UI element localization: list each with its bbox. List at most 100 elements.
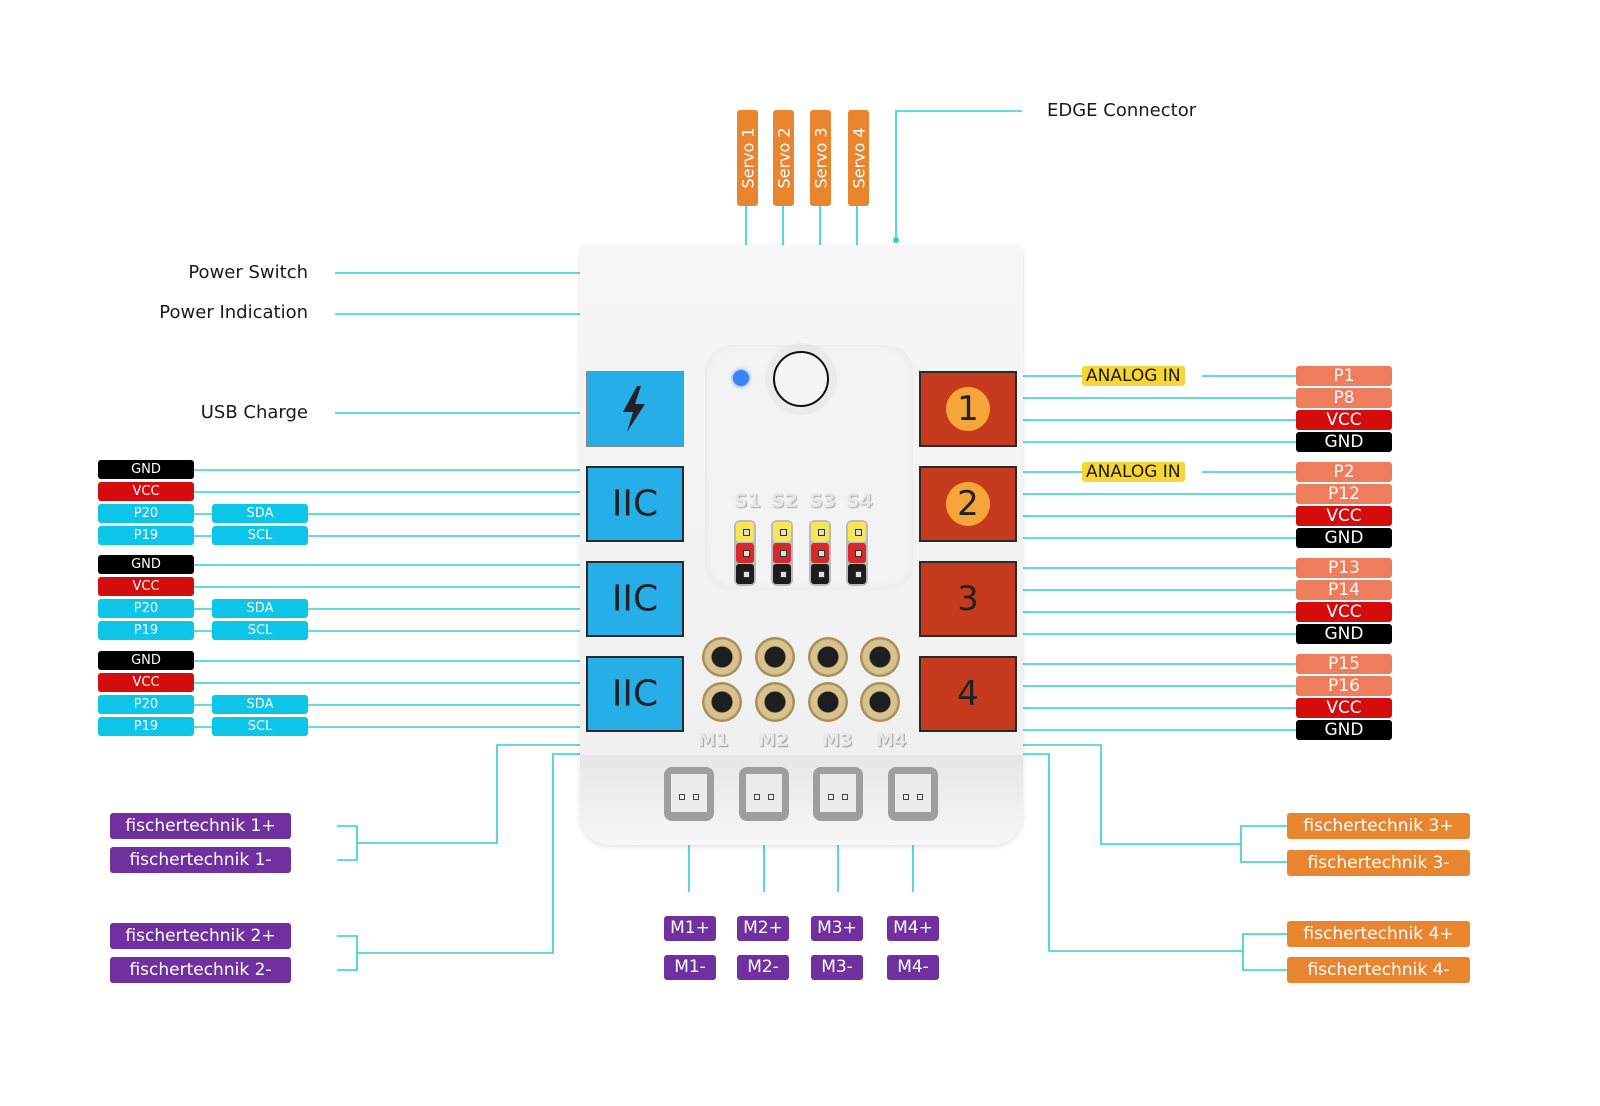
servo-tag-4: Servo 4 [848, 110, 869, 206]
motor-jack-m1-top [702, 637, 742, 677]
iic-pin-tag: VCC [98, 482, 194, 501]
io-pin-tag: VCC [1296, 410, 1392, 430]
motor-jack-m3-bottom [808, 682, 848, 722]
usb-charge-port [586, 371, 684, 447]
servo-tag-3: Servo 3 [810, 110, 831, 206]
iic-pin-tag: P19 [98, 621, 194, 640]
power-switch[interactable] [773, 351, 829, 407]
ft1-bracket [337, 825, 358, 861]
servo-tag-label: Servo 1 [738, 127, 757, 189]
fischertechnik-3-plus: fischertechnik 3+ [1287, 813, 1470, 839]
power-switch-label: Power Switch [188, 262, 308, 283]
io-pin-tag: P13 [1296, 558, 1392, 578]
io-port-label: 1 [957, 389, 979, 429]
io-pin-tag: P2 [1296, 462, 1392, 482]
iic-pin-tag: VCC [98, 673, 194, 692]
io-pin-tag: GND [1296, 720, 1392, 740]
servo-pin-label: S3 [809, 490, 836, 512]
iic-function-tag: SCL [212, 621, 308, 640]
io-pin-tag: VCC [1296, 506, 1392, 526]
motor-tag-m1-plus: M1+ [664, 916, 716, 941]
iic-pin-tag: P20 [98, 599, 194, 618]
port-number-badge [946, 387, 990, 431]
power-indicator-led [733, 370, 749, 386]
motor-tag-m3-plus: M3+ [811, 916, 863, 941]
iic-function-tag: SCL [212, 526, 308, 545]
iic-pin-tag: P20 [98, 504, 194, 523]
motor-tag-m4-plus: M4+ [887, 916, 939, 941]
io-port-label: 3 [957, 579, 979, 619]
io-pin-tag: P14 [1296, 580, 1392, 600]
iic-port-label: IIC [611, 673, 659, 715]
servo-pin-label: S4 [846, 490, 873, 512]
motor-jack-m4-top [860, 637, 900, 677]
io-port-label: 2 [957, 484, 979, 524]
io-port-4: 4 [919, 656, 1017, 732]
edge-connector-label: EDGE Connector [1047, 100, 1197, 121]
servo-tag-label: Servo 3 [811, 127, 830, 189]
motor-connector-m1 [664, 767, 714, 821]
io-pin-tag: GND [1296, 432, 1392, 452]
motor-tag-m1-minus: M1- [664, 955, 716, 980]
iic-port-2: IIC [586, 561, 684, 637]
lightning-icon [623, 386, 645, 432]
edge-connector-wire [895, 110, 1022, 240]
io-port-3: 3 [919, 561, 1017, 637]
servo-tag-2: Servo 2 [773, 110, 794, 206]
io-pin-tag: P1 [1296, 366, 1392, 386]
board-lower-section [580, 755, 1023, 845]
motor-jack-m2-top [755, 637, 795, 677]
port-number-badge [946, 482, 990, 526]
iic-function-tag: SDA [212, 695, 308, 714]
power-indication-label: Power Indication [159, 302, 308, 323]
iic-port-3: IIC [586, 656, 684, 732]
io-pin-tag: GND [1296, 528, 1392, 548]
iic-pin-tag: VCC [98, 577, 194, 596]
fischertechnik-2-minus: fischertechnik 2- [110, 957, 291, 983]
io-pin-tag: P15 [1296, 654, 1392, 674]
iic-port-label: IIC [611, 578, 659, 620]
motor-jack-label: M3 [822, 730, 853, 751]
io-pin-tag: P16 [1296, 676, 1392, 696]
iic-pin-tag: GND [98, 555, 194, 574]
servo-header-3 [809, 520, 831, 586]
edge-connector-dot [893, 237, 899, 243]
iic-pin-tag: P19 [98, 717, 194, 736]
fischertechnik-1-minus: fischertechnik 1- [110, 847, 291, 873]
iic-port-label: IIC [611, 483, 659, 525]
servo-header-2 [771, 520, 793, 586]
motor-tag-m3-minus: M3- [811, 955, 863, 980]
motor-jack-m4-bottom [860, 682, 900, 722]
iic-port-1: IIC [586, 466, 684, 542]
motor-connector-m3 [813, 767, 863, 821]
motor-jack-label: M4 [876, 730, 907, 751]
fischertechnik-3-minus: fischertechnik 3- [1287, 850, 1470, 876]
io-pin-tag: GND [1296, 624, 1392, 644]
servo-tag-1: Servo 1 [737, 110, 758, 206]
motor-tag-m2-minus: M2- [737, 955, 789, 980]
io-pin-tag: VCC [1296, 602, 1392, 622]
iic-function-tag: SDA [212, 504, 308, 523]
servo-header-1 [734, 520, 756, 586]
io-pin-tag: P8 [1296, 388, 1392, 408]
fischertechnik-4-minus: fischertechnik 4- [1287, 957, 1470, 983]
motor-connector-m2 [739, 767, 789, 821]
motor-tag-m4-minus: M4- [887, 955, 939, 980]
io-pin-tag: P12 [1296, 484, 1392, 504]
motor-jack-label: M2 [758, 730, 789, 751]
servo-tag-label: Servo 4 [849, 127, 868, 189]
servo-pin-label: S1 [734, 490, 761, 512]
motor-connector-m4 [888, 767, 938, 821]
servo-tag-label: Servo 2 [774, 127, 793, 189]
io-port-1: 1 [919, 371, 1017, 447]
servo-pin-label: S2 [771, 490, 798, 512]
analog-in-badge-port-1: ANALOG IN [1082, 366, 1185, 386]
fischertechnik-4-plus: fischertechnik 4+ [1287, 921, 1470, 947]
motor-tag-m2-plus: M2+ [737, 916, 789, 941]
iic-pin-tag: P20 [98, 695, 194, 714]
io-pin-tag: VCC [1296, 698, 1392, 718]
motor-jack-label: M1 [698, 730, 729, 751]
ft2-bracket [337, 935, 358, 971]
iic-pin-tag: GND [98, 460, 194, 479]
iic-pin-tag: P19 [98, 526, 194, 545]
